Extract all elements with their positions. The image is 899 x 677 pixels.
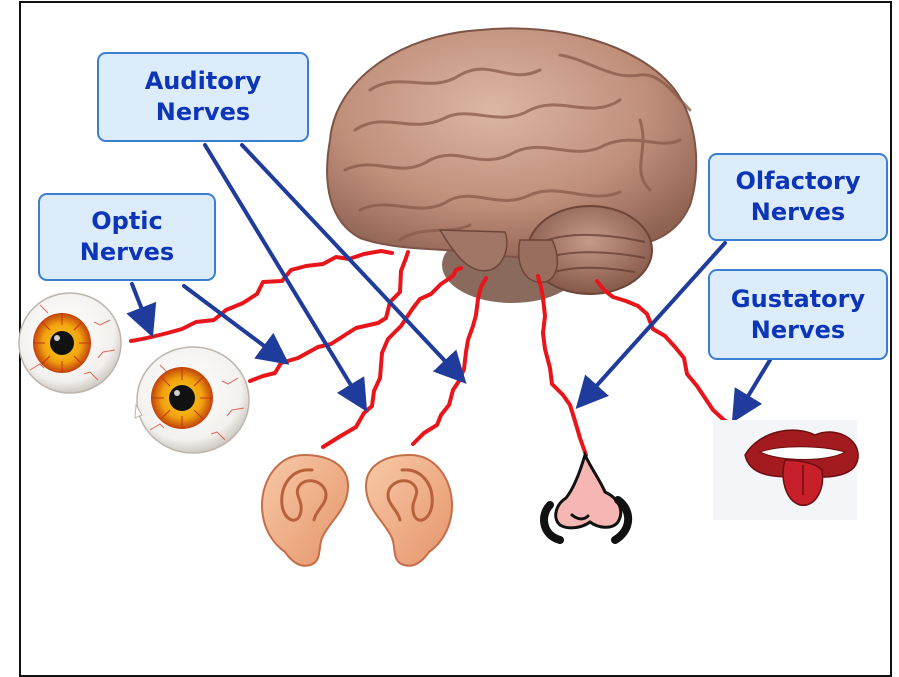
brain-icon [327,28,696,303]
ear-icon [366,455,452,566]
eye-icon [135,347,249,453]
auditory-nerves-label: Auditory Nerves [97,52,309,142]
auditory-nerve-right [413,278,486,444]
gustatory-nerves-label: Gustatory Nerves [708,269,888,360]
tongue-icon [713,420,858,520]
gustatory-arrow [736,360,770,416]
olfactory-label-line2: Nerves [751,197,845,228]
optic-nerve-2 [250,252,408,381]
olfactory-nerves-label: Olfactory Nerves [708,153,888,241]
optic-label-line2: Nerves [80,237,174,268]
optic-label-line1: Optic [91,206,163,237]
auditory-label-line2: Nerves [156,97,250,128]
optic-nerves-label: Optic Nerves [38,193,216,281]
gustatory-label-line2: Nerves [751,315,845,346]
olfactory-label-line1: Olfactory [736,166,861,197]
nose-icon [544,455,628,540]
eye-icon [19,293,121,393]
auditory-label-line1: Auditory [145,66,262,97]
olfactory-nerve [538,276,586,455]
gustatory-label-line1: Gustatory [731,284,865,315]
optic-arrow-1 [132,284,150,330]
ear-icon [262,455,348,566]
